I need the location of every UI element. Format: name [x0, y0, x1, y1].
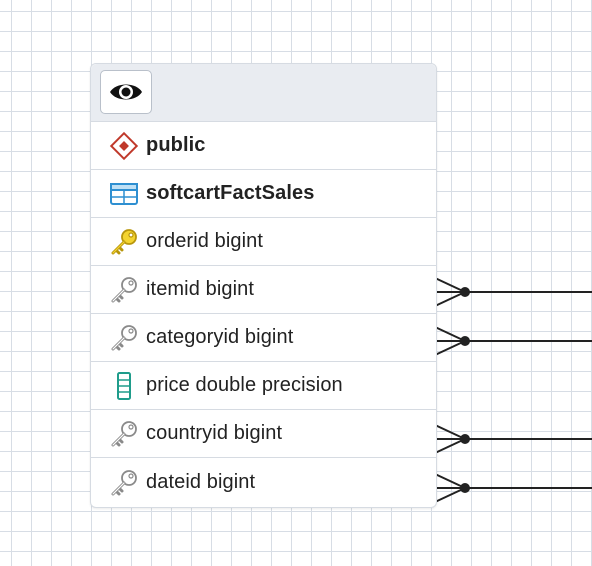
column-label: categoryid bigint — [146, 326, 294, 348]
table-node-softcartfactsales[interactable]: public softcartFactSales — [90, 63, 437, 508]
column-label: countryid bigint — [146, 422, 283, 444]
column-row-price[interactable]: price double precision — [91, 362, 436, 410]
table-icon — [108, 178, 140, 210]
eye-icon — [110, 84, 142, 100]
column-label: price double precision — [146, 374, 343, 396]
column-row-orderid[interactable]: orderid bigint — [91, 218, 436, 266]
schema-name: public — [146, 134, 206, 156]
table-name: softcartFactSales — [146, 182, 315, 204]
view-data-button[interactable] — [100, 70, 152, 114]
foreign-key-icon — [108, 322, 140, 354]
column-row-countryid[interactable]: countryid bigint — [91, 410, 436, 458]
row-table-name: softcartFactSales — [91, 170, 436, 218]
foreign-key-icon — [108, 274, 140, 306]
column-label: orderid bigint — [146, 230, 264, 252]
foreign-key-icon — [108, 418, 140, 450]
relationship-link[interactable] — [434, 326, 592, 356]
row-schema: public — [91, 122, 436, 170]
relationship-link[interactable] — [434, 277, 592, 307]
column-row-dateid[interactable]: dateid bigint — [91, 458, 436, 507]
relationship-link[interactable] — [434, 424, 592, 454]
column-label: dateid bigint — [146, 471, 256, 493]
foreign-key-icon — [108, 467, 140, 499]
table-node-header — [91, 64, 436, 122]
relationship-link[interactable] — [434, 473, 592, 503]
column-row-itemid[interactable]: itemid bigint — [91, 266, 436, 314]
schema-diamond-icon — [108, 130, 140, 162]
column-icon — [108, 370, 140, 402]
column-row-categoryid[interactable]: categoryid bigint — [91, 314, 436, 362]
primary-key-icon — [108, 226, 140, 258]
column-label: itemid bigint — [146, 278, 255, 300]
